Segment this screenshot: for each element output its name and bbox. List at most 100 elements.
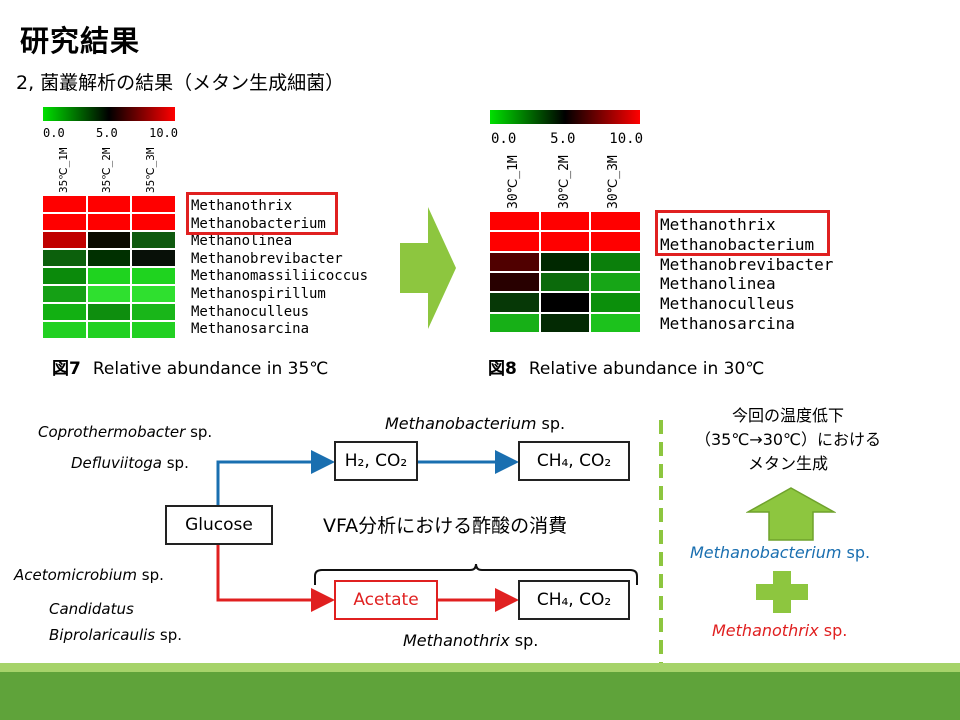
heatmap-cell (43, 286, 86, 302)
genus-label: Methanosarcina (660, 313, 795, 333)
tick-label: 0.0 (43, 126, 65, 140)
blue-pathway-arrow (216, 450, 335, 506)
genus-name: Methanothrix (403, 631, 510, 650)
genus-label: Methanospirillum (191, 285, 326, 302)
footer-bar (0, 672, 960, 720)
heatmap-cell (132, 286, 175, 302)
heatmap-cell (43, 322, 86, 338)
species-suffix: sp. (136, 566, 164, 584)
slide-title: 研究結果 (20, 24, 141, 58)
heatmap-cell (540, 293, 590, 312)
curly-brace (314, 563, 638, 585)
genus-name: Biprolaricaulis (49, 626, 156, 644)
heatmap-cell (540, 252, 590, 271)
genus-label: Methanobacterium (660, 234, 815, 254)
species-suffix: sp. (185, 423, 213, 441)
heatmap-cell (87, 304, 131, 320)
right-arrow-icon (400, 207, 456, 329)
species-suffix: sp. (841, 543, 871, 562)
heatmap-cell (490, 293, 539, 312)
highlight-box-right (655, 210, 830, 256)
genus-label: Methanolinea (191, 233, 293, 250)
heatmap-cell (591, 293, 640, 312)
figure-number: 図8 (488, 359, 517, 379)
genus-label: Methanoculleus (660, 294, 795, 314)
heatmap-cell (490, 232, 539, 251)
caption-text: Relative abundance in 35℃ (92, 359, 329, 379)
heatmap-cell (591, 212, 640, 231)
heatmap-cell (490, 212, 539, 231)
glucose-box: Glucose (165, 505, 273, 545)
pathway-connectors (216, 450, 638, 612)
red-pathway-arrow (216, 545, 335, 612)
heatmap-cell (43, 196, 86, 212)
genus-list-left: Methanothrix Methanobacterium Methanolin… (191, 198, 368, 339)
acetate-box: Acetate (334, 580, 438, 620)
heatmap-cell (132, 268, 175, 284)
bacteria-label: Coprothermobacter sp. (38, 423, 212, 441)
heatmap-cell (591, 232, 640, 251)
caption-right: 図8 Relative abundance in 30℃ (488, 354, 764, 379)
heatmap-cell (87, 250, 131, 266)
heatmap-cell (540, 313, 590, 332)
genus-name: Defluviitoga (71, 454, 162, 472)
heatmap-cell (490, 273, 539, 292)
heatmap-cell (540, 212, 590, 231)
summary-line: メタン生成 (747, 454, 828, 473)
colorbar-left (43, 107, 175, 121)
summary-heading: 今回の温度低下 （35℃→30℃）における メタン生成 (678, 404, 898, 476)
highlight-box-left (186, 192, 338, 235)
genus-label: Methanobrevibacter (191, 250, 343, 267)
genus-label: Methanothrix (191, 198, 293, 214)
heatmap-cell (43, 232, 86, 248)
genus-list-right: Methanothrix Methanobacterium Methanobre… (660, 215, 833, 334)
heatmap-cell (87, 214, 131, 230)
heatmap-cell (43, 304, 86, 320)
caption-left: 図7 Relative abundance in 35℃ (52, 354, 328, 379)
ch4-co2-box-top: CH₄, CO₂ (518, 441, 630, 481)
summary-blue-label: Methanobacterium sp. (690, 543, 870, 562)
methanogen-label-bottom: Methanothrix sp. (403, 631, 538, 650)
species-suffix: sp. (818, 621, 848, 640)
genus-name: Methanothrix (712, 621, 819, 640)
heatmap-cell (591, 252, 640, 271)
bacteria-label: Candidatus Biprolaricaulis sp. (49, 596, 182, 648)
slide-subtitle: 2, 菌叢解析の結果（メタン生成細菌） (16, 72, 345, 94)
summary-red-label: Methanothrix sp. (712, 621, 847, 640)
genus-name: Acetomicrobium (14, 566, 137, 584)
genus-name: Coprothermobacter (38, 423, 186, 441)
genus-name: Methanobacterium (690, 543, 842, 562)
species-suffix: sp. (536, 414, 566, 433)
summary-line: （35℃→30℃）における (694, 430, 882, 449)
heatmap-cell (87, 196, 131, 212)
species-suffix: sp. (161, 454, 189, 472)
heatmap-cell (132, 250, 175, 266)
genus-label: Methanobrevibacter (660, 254, 834, 274)
heatmap-cell (132, 304, 175, 320)
h2-co2-box: H₂, CO₂ (334, 441, 418, 481)
tick-label: 10.0 (149, 126, 178, 140)
footer-accent-bar (0, 663, 960, 672)
heatmap-cell (87, 286, 131, 302)
genus-label: Methanobacterium (191, 215, 326, 232)
figure-number: 図7 (52, 359, 81, 379)
methanogen-label-top: Methanobacterium sp. (385, 414, 565, 433)
ticks-right: 0.0 5.0 10.0 (491, 131, 643, 147)
heatmap-cell (87, 322, 131, 338)
up-arrow-icon (746, 487, 836, 541)
genus-label: Methanomassiliicoccus (191, 268, 369, 285)
tick-label: 10.0 (609, 131, 643, 147)
heatmap-cell (132, 196, 175, 212)
ch4-co2-box-bottom: CH₄, CO₂ (518, 580, 630, 620)
genus-label: Methanoculleus (191, 303, 310, 320)
tick-label: 5.0 (550, 131, 576, 147)
heatmap-cell (132, 232, 175, 248)
heatmap-cell (132, 322, 175, 338)
caption-text: Relative abundance in 30℃ (528, 359, 765, 379)
bacteria-label: Defluviitoga sp. (71, 454, 189, 472)
genus-label: Methanolinea (660, 274, 776, 294)
genus-label: Methanothrix (660, 215, 776, 234)
summary-line: 今回の温度低下 (731, 406, 844, 425)
plus-icon (756, 571, 808, 613)
vfa-note: VFA分析における酢酸の消費 (323, 515, 568, 537)
